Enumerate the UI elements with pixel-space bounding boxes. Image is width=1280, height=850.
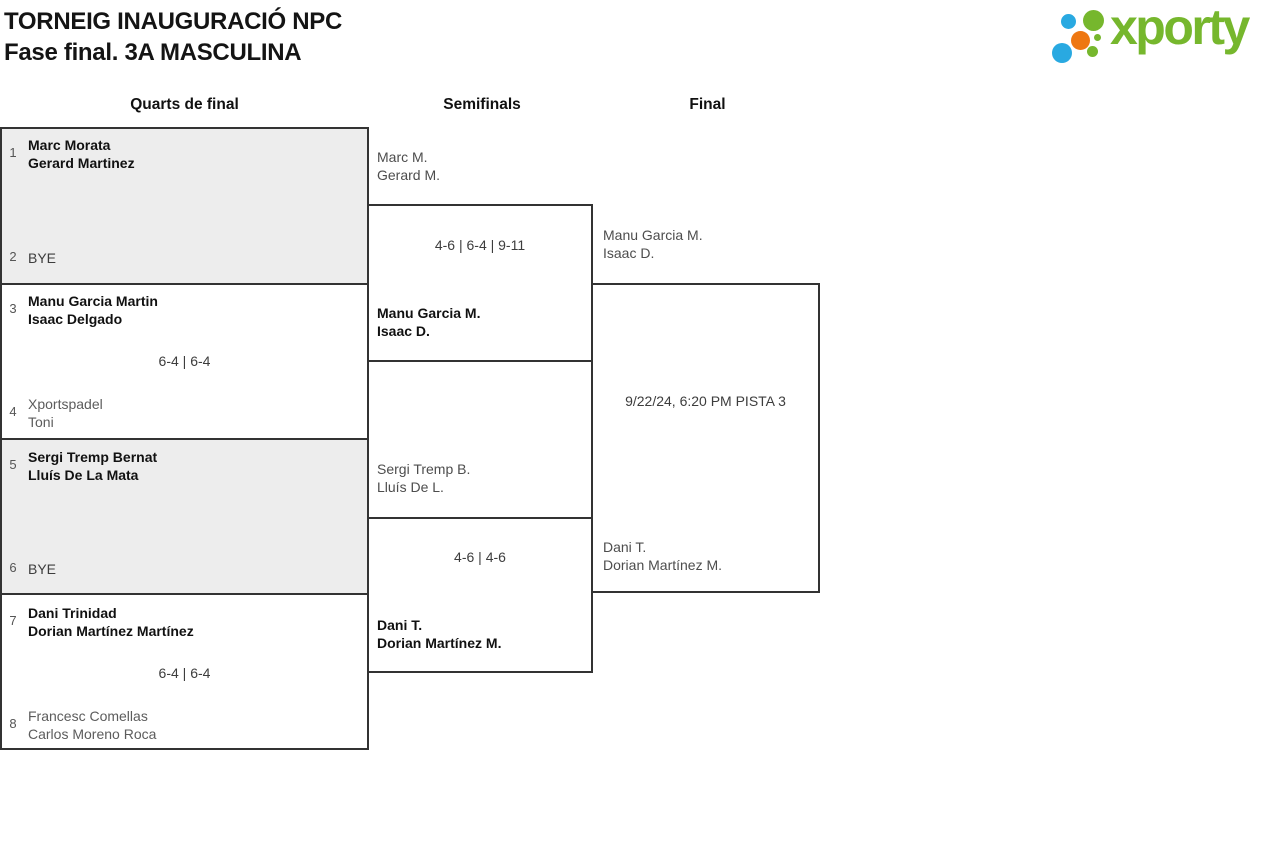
player-name: Dorian Martínez M.: [377, 635, 502, 651]
logo-dot-green-tiny-icon: [1094, 34, 1101, 41]
round-header-final: Final: [689, 96, 726, 113]
page-title-line2: Fase final. 3A MASCULINA: [4, 39, 302, 66]
qf4-team-bottom: Francesc Comellas Carlos Moreno Roca: [28, 707, 156, 743]
player-name: Manu Garcia M.: [377, 305, 481, 321]
qf1-team-bottom-bye: BYE: [28, 250, 57, 266]
qf4-score: 6-4 | 6-4: [158, 665, 211, 681]
qf3-team-bottom-bye: BYE: [28, 561, 57, 577]
player-name: Dani Trinidad: [28, 605, 117, 621]
logo-dot-orange-icon: [1071, 31, 1090, 50]
sf1-team-bottom: Manu Garcia M. Isaac D.: [377, 304, 480, 340]
qf2-seed-top: 3: [9, 301, 17, 316]
match-box-sf1: [367, 204, 593, 362]
final-team-top: Manu Garcia M. Isaac D.: [603, 226, 703, 262]
match-box-qf3: [0, 438, 369, 593]
match-box-final: [591, 283, 820, 593]
player-name: Francesc Comellas: [28, 708, 148, 724]
qf4-seed-top: 7: [9, 613, 17, 628]
player-name: Marc Morata: [28, 137, 111, 153]
qf2-score: 6-4 | 6-4: [158, 353, 211, 369]
match-box-qf4: [0, 593, 369, 750]
round-header-quarterfinals: Quarts de final: [130, 96, 239, 113]
player-name: Isaac Delgado: [28, 311, 123, 327]
page-title: TORNEIG INAUGURACIÓ NPC Fase final. 3A M…: [4, 6, 342, 68]
xporty-logo[interactable]: xporty: [1048, 0, 1276, 70]
logo-dot-green-small-icon: [1087, 46, 1098, 57]
match-box-qf1: [0, 127, 369, 283]
player-name: Sergi Tremp Bernat: [28, 449, 158, 465]
logo-dot-blue-large-icon: [1052, 43, 1072, 63]
qf1-seed-top: 1: [9, 145, 17, 160]
page-title-line1: TORNEIG INAUGURACIÓ NPC: [4, 8, 343, 35]
qf2-team-bottom: Xportspadel Toni: [28, 395, 103, 431]
qf3-seed-top: 5: [9, 457, 17, 472]
sf1-team-top: Marc M. Gerard M.: [377, 148, 440, 184]
sf2-team-bottom: Dani T. Dorian Martínez M.: [377, 616, 501, 652]
player-name: Marc M.: [377, 149, 428, 165]
match-box-sf2: [367, 517, 593, 673]
qf1-seed-bottom: 2: [9, 249, 17, 264]
sf2-team-top: Sergi Tremp B. Lluís De L.: [377, 460, 470, 496]
logo-dot-blue-small-icon: [1061, 14, 1076, 29]
player-name: Lluís De La Mata: [28, 467, 139, 483]
qf3-seed-bottom: 6: [9, 560, 17, 575]
player-name: Isaac D.: [603, 245, 655, 261]
match-box-qf2: [0, 283, 369, 438]
player-name: Xportspadel: [28, 396, 103, 412]
qf3-team-top: Sergi Tremp Bernat Lluís De La Mata: [28, 448, 157, 484]
round-header-semifinals: Semifinals: [443, 96, 521, 113]
sf1-score: 4-6 | 6-4 | 9-11: [434, 237, 526, 253]
final-team-bottom: Dani T. Dorian Martínez M.: [603, 538, 722, 574]
qf2-seed-bottom: 4: [9, 404, 17, 419]
player-name: Dani T.: [603, 539, 647, 555]
player-name: Isaac D.: [377, 323, 430, 339]
player-name: Dorian Martínez M.: [603, 557, 723, 573]
player-name: Gerard M.: [377, 167, 441, 183]
player-name: Carlos Moreno Roca: [28, 726, 157, 742]
player-name: Toni: [28, 414, 54, 430]
qf4-seed-bottom: 8: [9, 716, 17, 731]
qf4-team-top: Dani Trinidad Dorian Martínez Martínez: [28, 604, 194, 640]
player-name: Lluís De L.: [377, 479, 444, 495]
player-name: Manu Garcia Martin: [28, 293, 158, 309]
final-schedule: 9/22/24, 6:20 PM PISTA 3: [625, 393, 786, 409]
player-name: Dani T.: [377, 617, 423, 633]
player-name: Gerard Martinez: [28, 155, 135, 171]
player-name: Dorian Martínez Martínez: [28, 623, 194, 639]
sf2-score: 4-6 | 4-6: [454, 549, 506, 565]
player-name: Sergi Tremp B.: [377, 461, 471, 477]
qf1-team-top: Marc Morata Gerard Martinez: [28, 136, 135, 172]
logo-dot-green-large-icon: [1083, 10, 1104, 31]
logo-wordmark: xporty: [1110, 0, 1250, 55]
player-name: Manu Garcia M.: [603, 227, 703, 243]
qf2-team-top: Manu Garcia Martin Isaac Delgado: [28, 292, 158, 328]
